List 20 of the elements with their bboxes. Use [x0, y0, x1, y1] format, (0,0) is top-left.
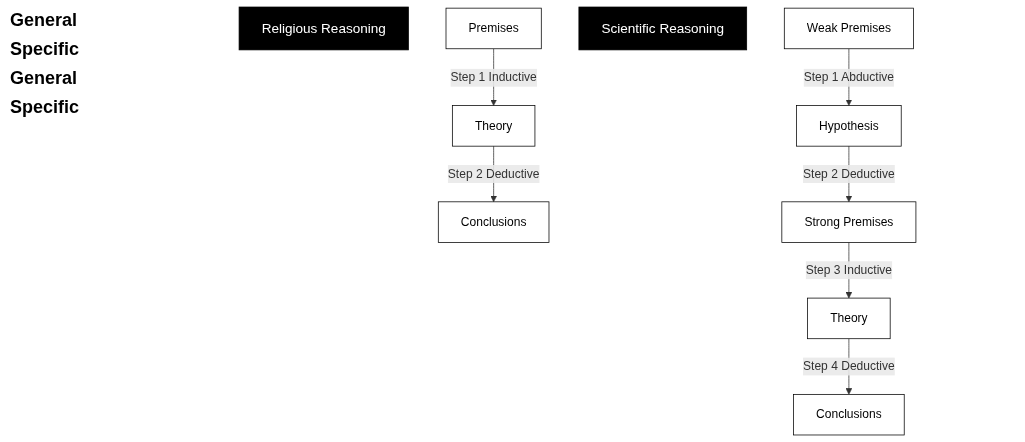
level-label: General: [10, 10, 79, 31]
level-label: Specific: [10, 97, 81, 118]
edge-label: Step 1 Abductive: [803, 70, 895, 84]
node-box: Theory: [807, 297, 891, 340]
edge-label: Step 2 Deductive: [803, 167, 895, 181]
edge-label: Step 1 Inductive: [450, 70, 537, 84]
edge-label: Step 4 Deductive: [803, 359, 895, 373]
node-box: Premises: [445, 7, 542, 50]
node-box: Conclusions: [793, 394, 905, 436]
node-box: Religious Reasoning: [238, 6, 409, 51]
node-box: Conclusions: [437, 201, 550, 243]
edge-label: Step 2 Deductive: [447, 167, 540, 181]
node-box: Theory: [451, 105, 536, 147]
node-box: Hypothesis: [796, 105, 902, 147]
level-label: General: [10, 68, 79, 89]
node-box: Scientific Reasoning: [578, 6, 748, 51]
node-box: Strong Premises: [781, 201, 917, 243]
edge-label: Step 3 Inductive: [805, 263, 893, 277]
level-label: Specific: [10, 39, 81, 60]
node-box: Weak Premises: [783, 7, 914, 50]
